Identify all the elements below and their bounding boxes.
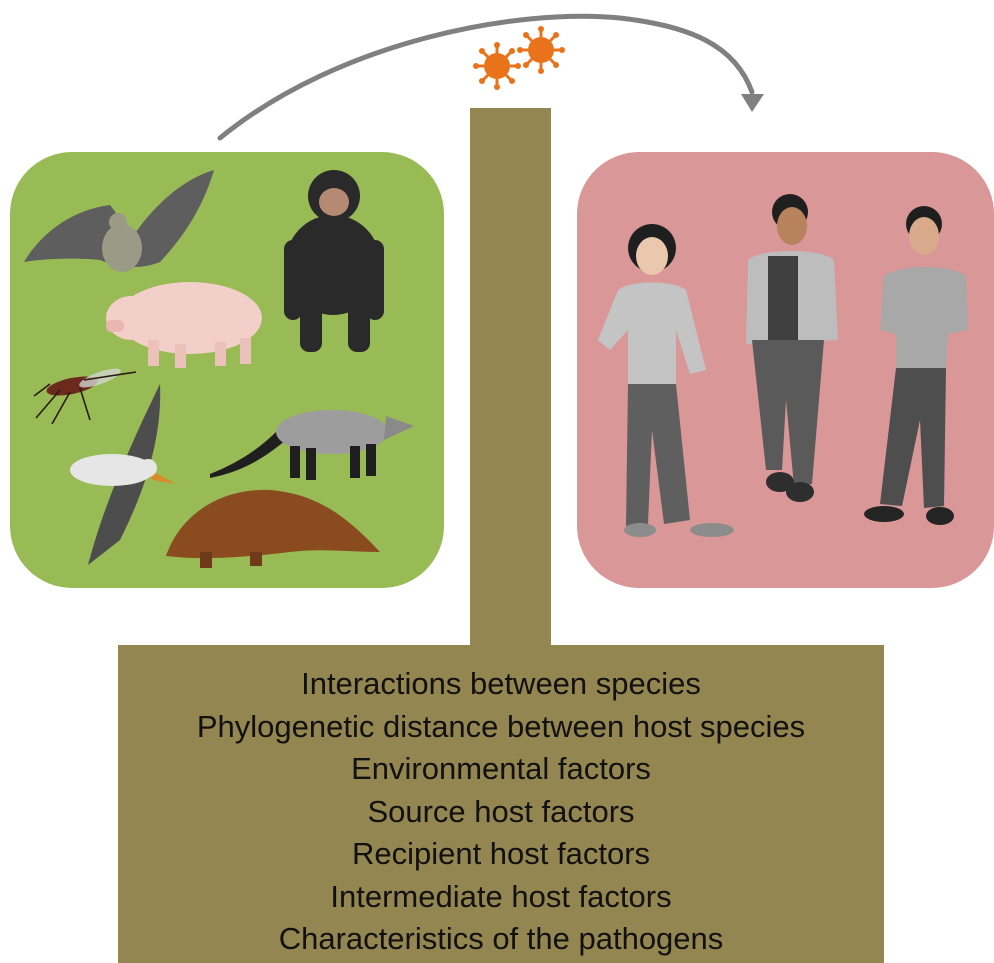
mosquito-icon [34,365,136,424]
woman-icon [598,224,734,537]
albatross-icon [70,384,176,565]
virus-icon [473,42,521,90]
chimpanzee-icon [284,170,384,352]
man-icon [746,194,838,502]
man-icon [864,206,968,525]
pangolin-icon [166,490,380,568]
pig-icon [106,282,262,368]
virus-icon [517,26,565,74]
bat-icon [24,170,214,272]
civet-icon [210,410,414,480]
